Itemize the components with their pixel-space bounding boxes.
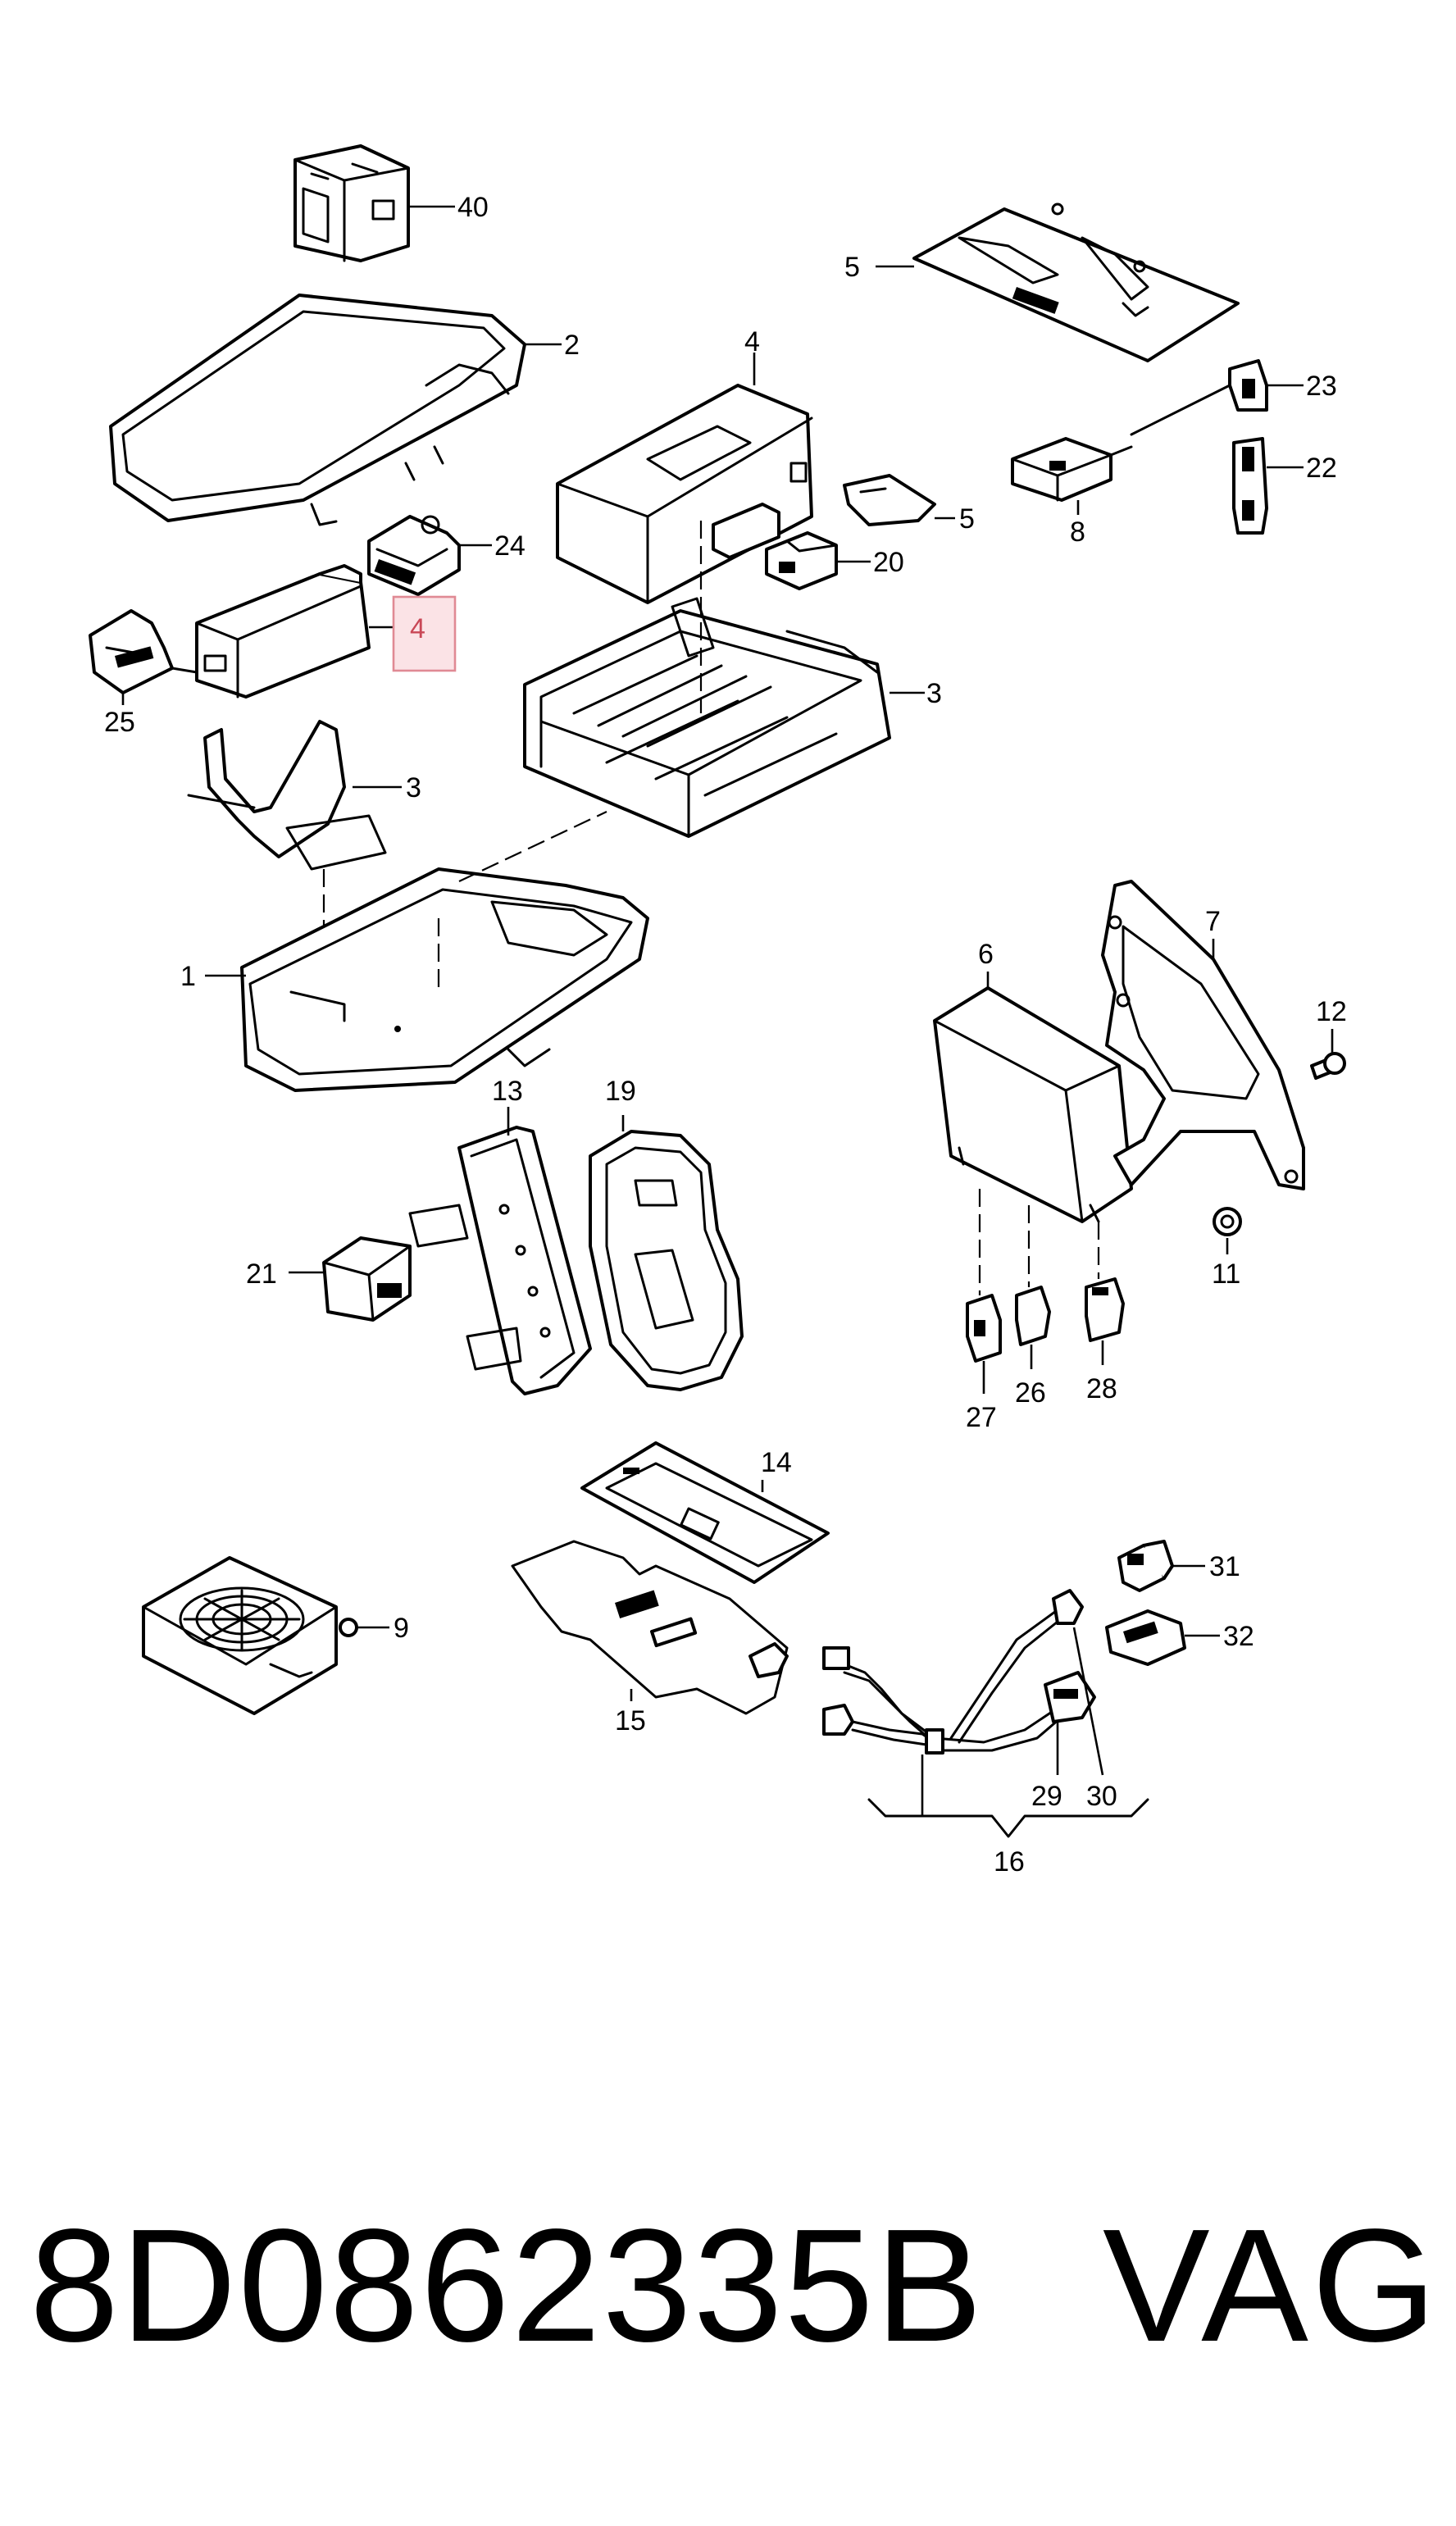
callout-28: 28 (1086, 1373, 1117, 1404)
part-32-connector (1105, 1609, 1186, 1666)
callout-4-highlight[interactable]: 4 (392, 595, 457, 672)
callout-31: 31 (1209, 1551, 1240, 1582)
callout-20: 20 (873, 547, 904, 578)
part-11-nut (1213, 1207, 1242, 1236)
part-9-fan (142, 1556, 358, 1715)
part-15-sheet (511, 1540, 789, 1715)
callout-7: 7 (1205, 906, 1221, 937)
callout-29: 29 (1031, 1781, 1062, 1812)
part-7-bracket (1101, 880, 1305, 1190)
part-31-plug (1117, 1540, 1174, 1592)
callout-15: 15 (615, 1705, 646, 1736)
callout-14: 14 (761, 1447, 792, 1478)
part-5-circuit-plate (912, 203, 1240, 362)
callout-1: 1 (180, 961, 196, 992)
callout-23: 23 (1306, 371, 1337, 402)
part-21-connector (322, 1236, 412, 1322)
callout-9: 9 (394, 1613, 409, 1644)
callout-27: 27 (966, 1402, 997, 1433)
part-4-control-unit-upper (556, 384, 813, 604)
part-1-base-tray (240, 867, 649, 1092)
part-26-plug (1015, 1286, 1051, 1346)
part-2-cover (109, 294, 526, 526)
part-6-module (933, 986, 1133, 1223)
callout-5-plate: 5 (844, 252, 860, 283)
callout-30: 30 (1086, 1781, 1117, 1812)
part-3-tray-right (523, 597, 891, 838)
callout-8: 8 (1070, 517, 1085, 548)
part-27-plug (966, 1294, 1002, 1363)
callout-6: 6 (978, 939, 994, 970)
callout-3-bracket: 3 (406, 772, 421, 803)
part-40-connector (293, 144, 410, 262)
part-25-connector (89, 609, 198, 694)
part-13-plate (408, 1126, 592, 1395)
callout-16: 16 (994, 1846, 1025, 1877)
callout-3-tray: 3 (926, 678, 942, 709)
part-5-tab (843, 474, 936, 526)
callout-4-lower: 4 (410, 613, 425, 644)
callout-12: 12 (1316, 996, 1347, 1027)
part-8-connector-block (1011, 437, 1133, 502)
callout-26: 26 (1015, 1377, 1046, 1409)
callout-5-tab: 5 (959, 503, 975, 535)
part-20-plug (765, 531, 838, 590)
callout-19: 19 (605, 1076, 636, 1107)
callout-4-upper: 4 (744, 326, 760, 357)
part-28-plug (1085, 1277, 1125, 1342)
part-22-connector (1232, 437, 1268, 535)
callout-24: 24 (494, 530, 526, 562)
callout-32: 32 (1223, 1621, 1254, 1652)
callout-2: 2 (564, 330, 580, 361)
part-4-control-unit-lower (195, 564, 371, 699)
callout-40: 40 (457, 192, 489, 223)
highlight-box (392, 595, 457, 672)
part-12-screw (1310, 1052, 1346, 1080)
callout-22: 22 (1306, 453, 1337, 484)
callout-13: 13 (492, 1076, 523, 1107)
callout-11: 11 (1212, 1258, 1240, 1290)
part-number: 8D0862335B (30, 2196, 985, 2375)
callout-21: 21 (246, 1258, 277, 1290)
part-24-connector (367, 515, 461, 596)
part-3-bracket-left (187, 720, 387, 871)
part-14-pad (580, 1441, 830, 1584)
part-16-harness (822, 1589, 1096, 1755)
part-19-case (589, 1130, 744, 1391)
part-23-connector (1228, 359, 1268, 412)
brand-name: VAG (1103, 2196, 1440, 2375)
callout-25: 25 (104, 707, 135, 738)
